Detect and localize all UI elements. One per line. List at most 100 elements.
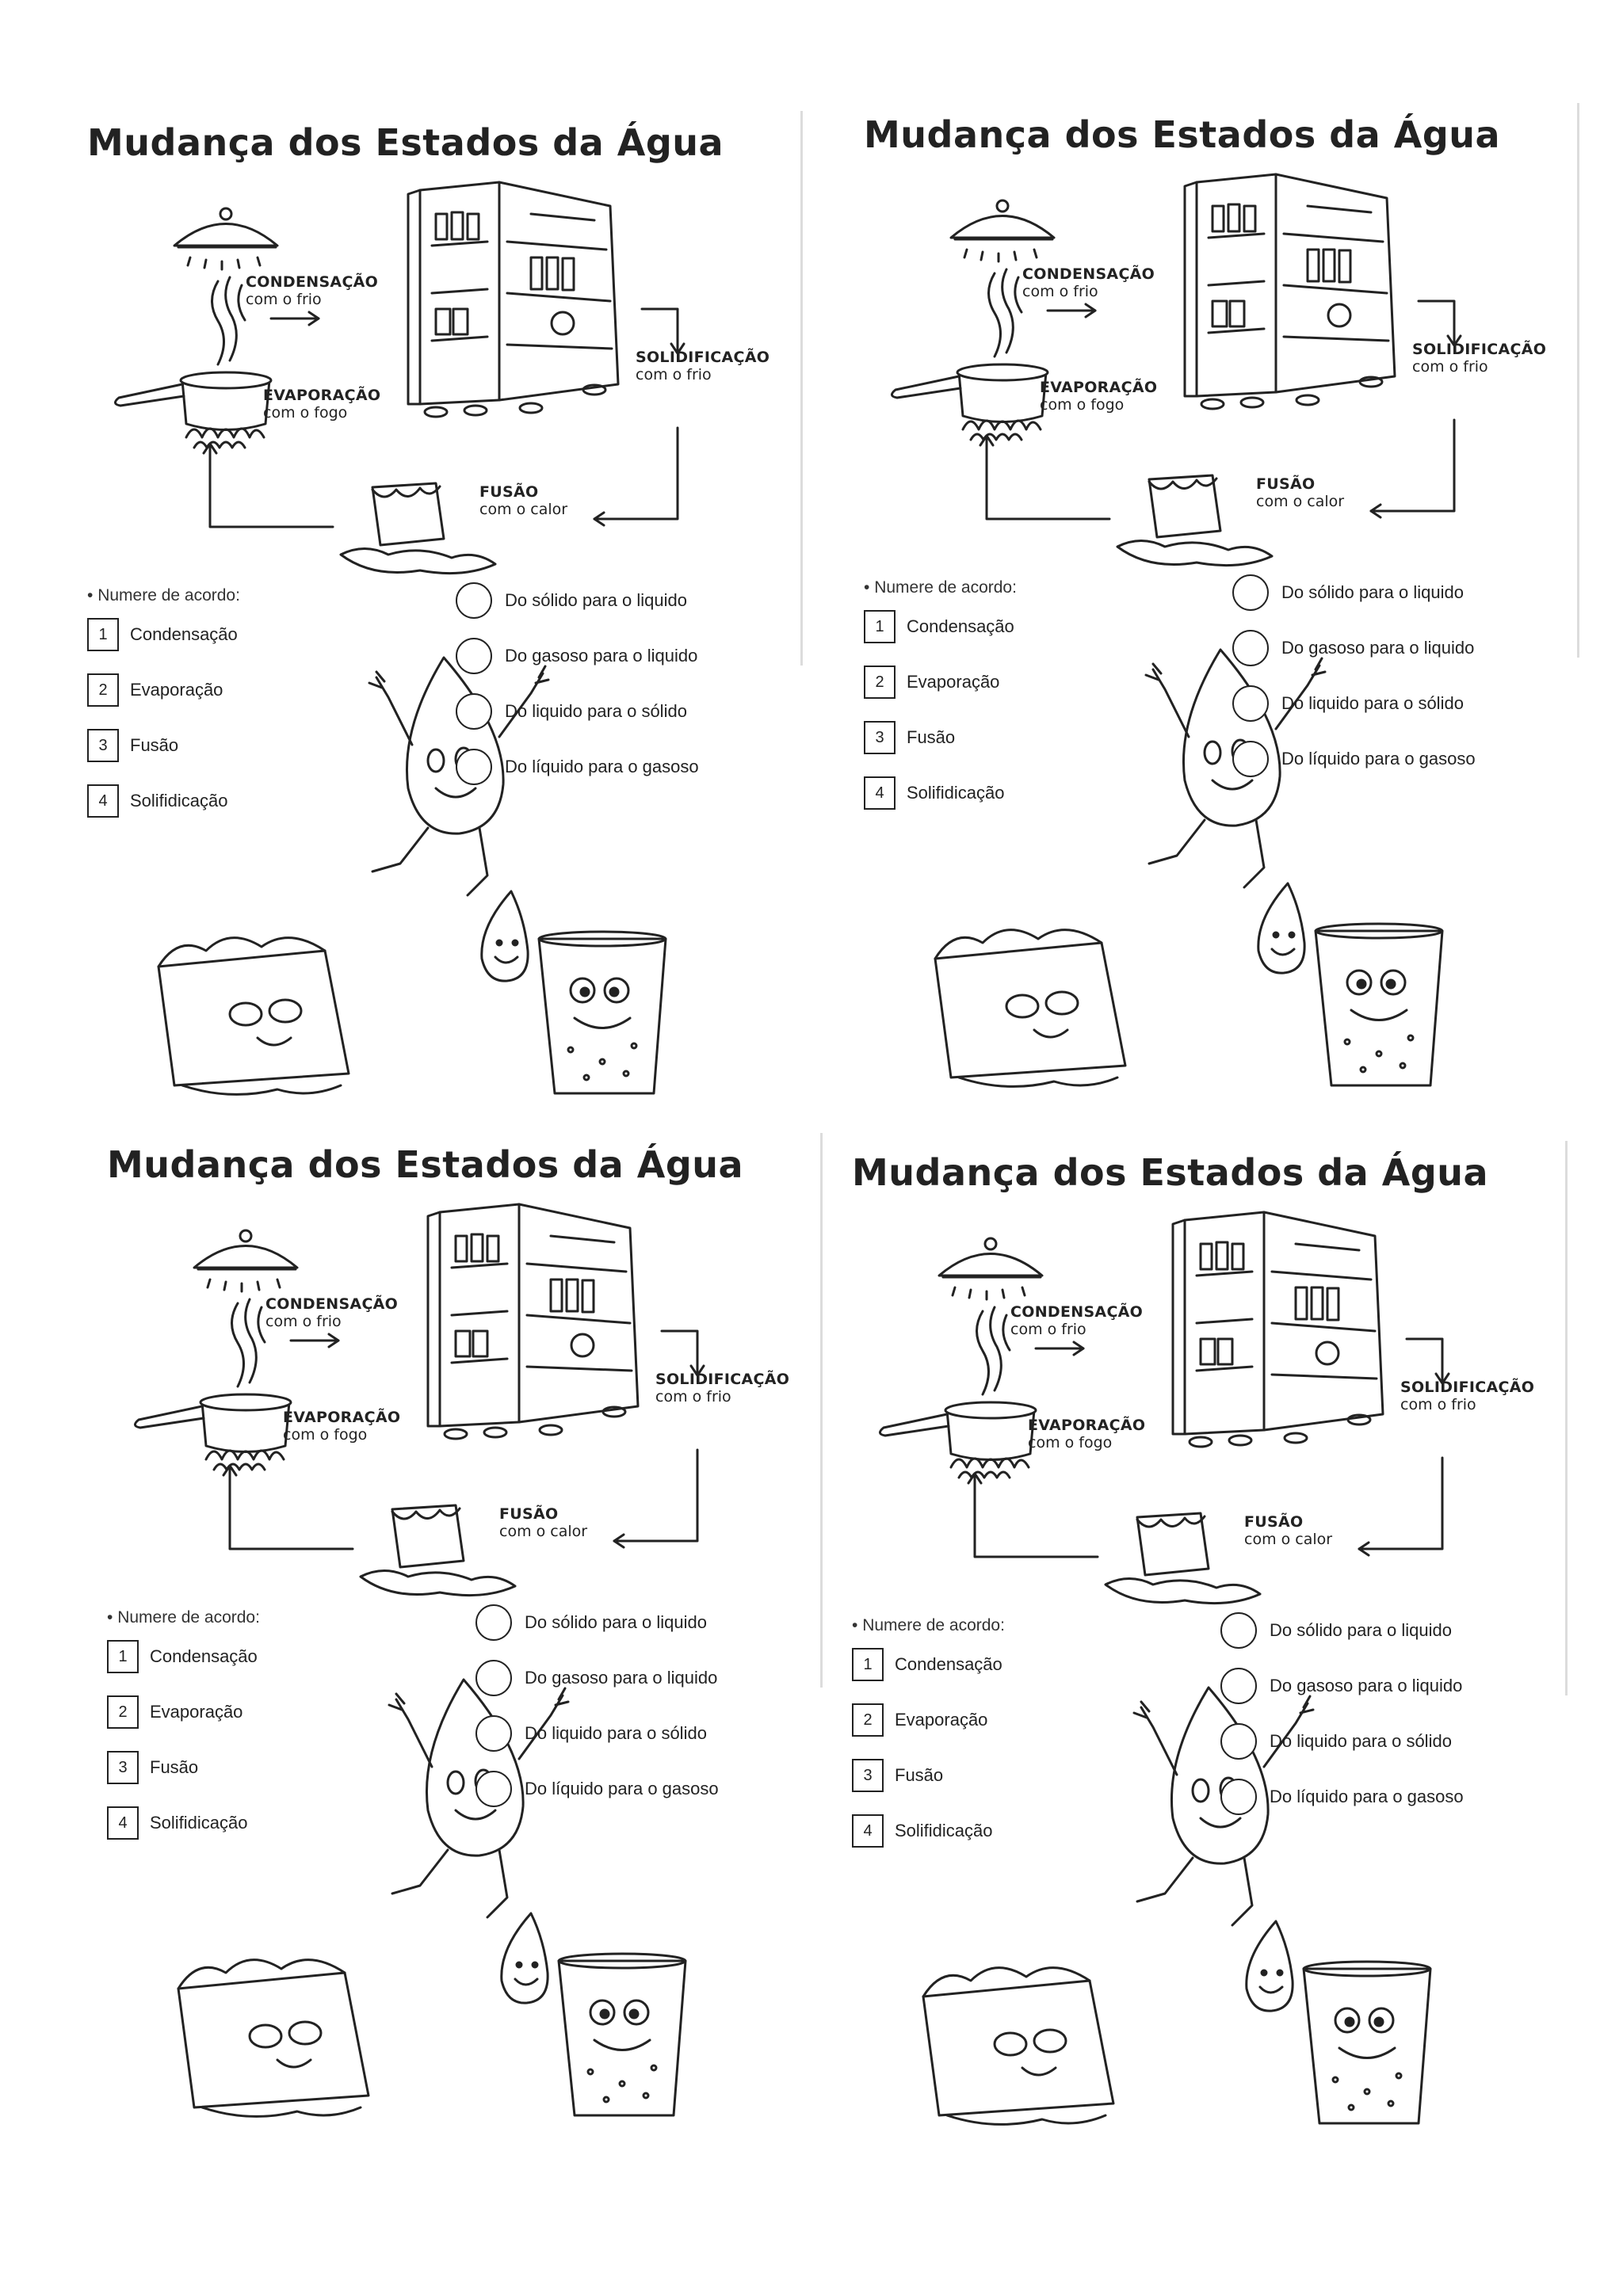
small-drop-icon xyxy=(1258,883,1304,973)
number-box: 3 xyxy=(864,721,896,754)
refrigerator-icon xyxy=(1185,174,1395,409)
worksheet-card: Mudança dos Estados da Água xyxy=(107,1133,868,2123)
ice-cube-character-icon xyxy=(158,938,349,1095)
answer-label: Do liquido para o sólido xyxy=(525,1723,707,1744)
answer-item: Do sólido para o liquido xyxy=(475,1604,707,1641)
numbered-item-label: Evaporação xyxy=(895,1710,987,1730)
answer-circle[interactable] xyxy=(1220,1779,1257,1815)
answer-label: Do gasoso para o liquido xyxy=(1270,1676,1462,1696)
melting-ice-icon xyxy=(361,1505,515,1596)
glass-character-icon xyxy=(1316,924,1442,1085)
numbered-item: 4 Solifidicação xyxy=(107,1806,248,1840)
answer-circle[interactable] xyxy=(456,693,492,730)
worksheet-card: Mudança dos Estados da Água xyxy=(864,103,1623,1093)
number-box: 3 xyxy=(107,1751,139,1784)
answer-circle[interactable] xyxy=(456,582,492,619)
ice-cube-character-icon xyxy=(935,930,1125,1087)
fusao-label: FUSÃO com o calor xyxy=(1244,1513,1332,1548)
number-box: 1 xyxy=(87,618,119,651)
refrigerator-icon xyxy=(1173,1212,1383,1447)
numbered-item-label: Fusão xyxy=(130,735,178,756)
condensacao-label: CONDENSAÇÃO com o frio xyxy=(246,273,378,308)
answer-label: Do líquido para o gasoso xyxy=(525,1779,719,1799)
answer-item: Do liquido para o sólido xyxy=(1232,685,1464,722)
answer-circle[interactable] xyxy=(1232,741,1269,777)
number-box: 2 xyxy=(107,1695,139,1729)
answer-item: Do liquido para o sólido xyxy=(456,693,687,730)
number-box: 1 xyxy=(864,610,896,643)
answer-circle[interactable] xyxy=(1220,1723,1257,1760)
answer-item: Do gasoso para o liquido xyxy=(456,638,697,674)
numbered-item-label: Solifidicação xyxy=(150,1813,248,1833)
evaporacao-label: EVAPORAÇÃO com o fogo xyxy=(283,1409,400,1444)
number-box: 4 xyxy=(107,1806,139,1840)
answer-circle[interactable] xyxy=(456,638,492,674)
answer-circle[interactable] xyxy=(1220,1668,1257,1704)
pot-icon xyxy=(135,1394,291,1452)
numbered-item-label: Evaporação xyxy=(150,1702,242,1722)
answer-item: Do líquido para o gasoso xyxy=(475,1771,719,1807)
condensacao-label: CONDENSAÇÃO com o frio xyxy=(1010,1303,1143,1338)
answer-label: Do sólido para o liquido xyxy=(1270,1620,1452,1641)
number-box: 2 xyxy=(864,666,896,699)
number-box: 1 xyxy=(852,1648,884,1681)
answer-circle[interactable] xyxy=(475,1771,512,1807)
answer-label: Do gasoso para o liquido xyxy=(525,1668,717,1688)
answer-circle[interactable] xyxy=(475,1660,512,1696)
melting-ice-icon xyxy=(1117,475,1272,566)
numbered-item: 2 Evaporação xyxy=(852,1703,987,1737)
numbered-item: 1 Condensação xyxy=(864,610,1014,643)
pot-lid-icon xyxy=(951,200,1054,261)
instruction-text: • Numere de acordo: xyxy=(852,1616,1005,1635)
worksheet-card: Mudança dos Estados da Água xyxy=(87,111,848,1101)
pot-icon xyxy=(115,372,271,430)
numbered-item: 2 Evaporação xyxy=(87,673,223,707)
steam-icon xyxy=(989,269,1022,357)
answer-item: Do sólido para o liquido xyxy=(1220,1612,1452,1649)
small-drop-icon xyxy=(1247,1921,1293,2011)
answer-label: Do liquido para o sólido xyxy=(1270,1731,1452,1752)
solidificacao-label: SOLIDIFICAÇÃO com o frio xyxy=(1400,1379,1534,1413)
number-box: 4 xyxy=(852,1814,884,1848)
answer-label: Do sólido para o liquido xyxy=(525,1612,707,1633)
melting-ice-icon xyxy=(341,483,495,574)
numbered-item-label: Condensação xyxy=(907,616,1014,637)
answer-circle[interactable] xyxy=(1220,1612,1257,1649)
condensacao-label: CONDENSAÇÃO com o frio xyxy=(265,1295,398,1330)
answer-circle[interactable] xyxy=(475,1604,512,1641)
answer-label: Do gasoso para o liquido xyxy=(1281,638,1474,658)
answer-circle[interactable] xyxy=(456,749,492,785)
answer-item: Do sólido para o liquido xyxy=(1232,574,1464,611)
pot-lid-icon xyxy=(194,1230,297,1291)
small-drop-icon xyxy=(502,1913,548,2003)
numbered-item: 1Condensação xyxy=(107,1640,258,1673)
steam-icon xyxy=(232,1299,265,1386)
number-box: 3 xyxy=(852,1759,884,1792)
pot-lid-icon xyxy=(174,208,277,269)
answer-item: Do líquido para o gasoso xyxy=(1220,1779,1464,1815)
answer-circle[interactable] xyxy=(475,1715,512,1752)
numbered-item-label: Evaporação xyxy=(130,680,223,700)
answer-circle[interactable] xyxy=(1232,630,1269,666)
number-box: 2 xyxy=(87,673,119,707)
number-box: 4 xyxy=(864,776,896,810)
ice-cube-character-icon xyxy=(178,1960,369,2117)
evaporacao-label: EVAPORAÇÃO com o fogo xyxy=(1028,1417,1145,1451)
flame-icon xyxy=(963,421,1041,440)
fusao-label: FUSÃO com o calor xyxy=(499,1505,587,1540)
number-box: 2 xyxy=(852,1703,884,1737)
answer-item: Do gasoso para o liquido xyxy=(1232,630,1474,666)
answer-item: Do liquido para o sólido xyxy=(475,1715,707,1752)
answer-circle[interactable] xyxy=(1232,685,1269,722)
instruction-text: • Numere de acordo: xyxy=(107,1608,260,1627)
flame-icon xyxy=(186,429,264,448)
melting-ice-icon xyxy=(1106,1513,1260,1604)
numbered-item-label: Solifidicação xyxy=(895,1821,993,1841)
answer-circle[interactable] xyxy=(1232,574,1269,611)
